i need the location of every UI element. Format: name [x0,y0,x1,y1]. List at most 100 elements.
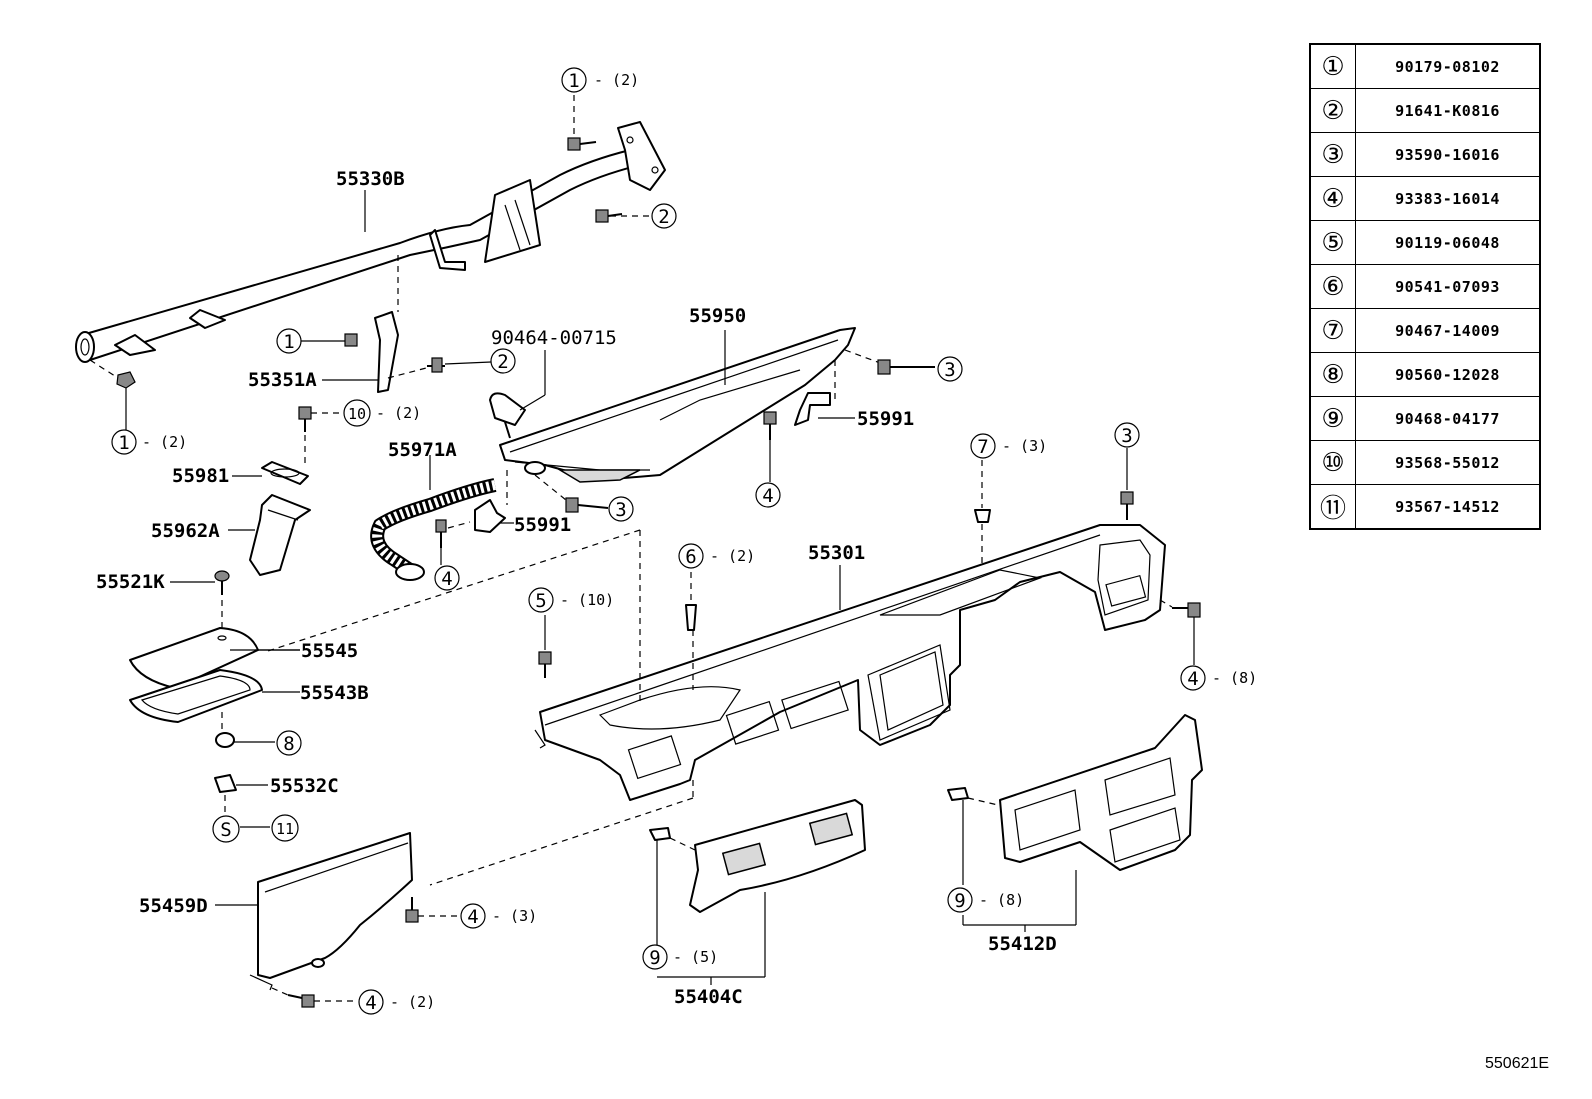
callout-4-right: 4 - (8) [1180,665,1257,691]
gasket-55981 [261,461,309,485]
svg-text:9: 9 [649,947,660,969]
nut-8 [215,732,235,748]
legend-part-number: 90560-12028 [1355,352,1541,397]
svg-text:6: 6 [685,546,696,568]
legend-symbol: ② [1309,88,1356,133]
svg-text:2: 2 [658,206,669,228]
screw-4-right [1172,602,1201,618]
label-55971A: 55971A [388,439,457,461]
svg-text:- (8): - (8) [1212,669,1257,687]
label-55404C: 55404C [674,986,743,1008]
svg-text:3: 3 [1121,425,1132,447]
legend-part-number: 90119-06048 [1355,220,1541,265]
legend-symbol: ⑤ [1309,220,1356,265]
legend-symbol: ⑦ [1309,308,1356,353]
svg-text:5: 5 [535,590,546,612]
label-55330B: 55330B [336,168,405,190]
screw-4-bottom [287,994,315,1008]
instrument-panel-55301 [534,524,1166,801]
svg-text:- (2): - (2) [390,993,435,1011]
svg-text:2: 2 [497,351,508,373]
label-55981: 55981 [172,465,229,487]
label-55543B: 55543B [300,682,369,704]
callout-3-right: 3 [1114,422,1140,448]
legend-part-number: 93568-55012 [1355,440,1541,485]
clip-55521K [214,570,230,595]
hose-55971A [370,478,497,581]
bracket-55991-upper [794,392,831,426]
svg-text:- (2): - (2) [376,404,421,422]
callout-3-duct: 3 [937,356,963,382]
callout-3-mid: 3 [608,496,634,522]
callout-4-bottom: 4 - (2) [358,989,435,1015]
svg-text:- (3): - (3) [1002,437,1047,455]
legend-part-number: 93567-14512 [1355,484,1541,530]
legend-part-number: 90467-14009 [1355,308,1541,353]
legend-symbol: ④ [1309,176,1356,221]
svg-text:7: 7 [977,436,988,458]
label-55950: 55950 [689,305,746,327]
label-55545: 55545 [301,640,358,662]
callout-1-bracket: 1 [276,328,345,354]
bracket-55991-lower [474,499,506,533]
callout-1-left: 1 - (2) [111,429,187,455]
legend-symbol: ⑩ [1309,440,1356,485]
screw-3-duct [877,359,935,375]
legend-part-number: 90179-08102 [1355,43,1541,89]
callout-10: 10 - (2) [343,399,421,427]
label-55351A: 55351A [248,369,317,391]
frame-55543B [129,669,263,723]
callout-5: 5 - (10) [528,587,614,613]
legend-part-number: 90468-04177 [1355,396,1541,441]
svg-text:4: 4 [762,485,773,507]
bolt-top [567,137,597,151]
svg-text:3: 3 [944,359,955,381]
label-90464-00715: 90464-00715 [491,327,617,349]
svg-text:- (10): - (10) [560,591,614,609]
legend-part-number: 91641-K0816 [1355,88,1541,133]
callout-9-mid: 9 - (5) [642,944,718,970]
legend-symbol: ⑥ [1309,264,1356,309]
duct-55950 [499,327,856,483]
callout-4-lower: 4 - (3) [460,903,537,929]
screw-5 [538,651,552,678]
legend-symbol: ⑨ [1309,396,1356,441]
label-55532C: 55532C [270,775,339,797]
svg-text:- (2): - (2) [594,71,639,89]
callout-9-right: 9 - (8) [947,887,1024,913]
svg-text:1: 1 [283,331,294,353]
svg-text:8: 8 [283,733,294,755]
cluster-panel-55412D [947,714,1203,871]
label-55301: 55301 [808,542,865,564]
label-55991-upper: 55991 [857,408,914,430]
screw-4-hose [435,519,447,548]
svg-text:- (3): - (3) [492,907,537,925]
legend-symbol: ① [1309,43,1356,89]
legend-symbol: ⑪ [1309,484,1356,530]
screw-4-lower [405,897,419,923]
callout-11: 11 [271,814,299,842]
callout-2-top: 2 [651,203,677,229]
clip-55532C [214,774,237,793]
legend-symbol: ⑧ [1309,352,1356,397]
nut-left [116,371,136,389]
screw-4-duct [763,411,777,440]
bracket-55351A [344,311,445,393]
svg-text:- (2): - (2) [142,433,187,451]
svg-text:4: 4 [441,568,452,590]
screw-3-right [1120,491,1134,520]
svg-text:- (8): - (8) [979,891,1024,909]
bolt-2-top [595,209,623,223]
register-55404C [649,799,866,913]
callout-4-hose: 4 [434,565,460,591]
svg-text:1: 1 [118,432,129,454]
diagram-code: 550621E [1485,1055,1550,1072]
screw-3-mid [565,497,609,513]
